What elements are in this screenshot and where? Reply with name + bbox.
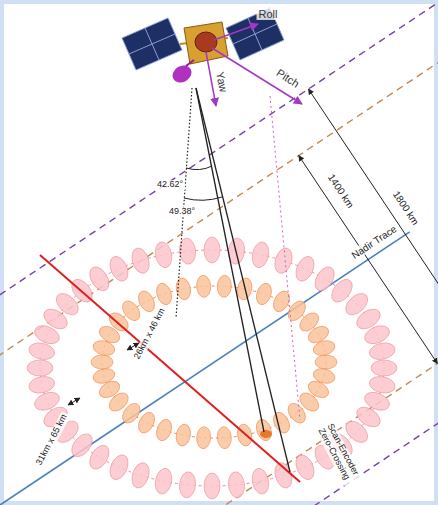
- panel-ground: [4, 4, 434, 501]
- cone-line: [196, 88, 264, 432]
- swath-edge: [0, 247, 438, 505]
- footprint: [135, 288, 157, 314]
- footprint: [153, 240, 174, 269]
- footprint: [312, 338, 337, 357]
- footprint: [86, 264, 113, 295]
- footprint: [204, 237, 220, 263]
- cone-line: [196, 88, 290, 472]
- dimension-lines: [299, 89, 438, 380]
- footprint: [270, 410, 292, 436]
- footprint: [129, 461, 152, 491]
- footprint: [371, 360, 397, 376]
- nadir-trace: [0, 232, 410, 505]
- dimension-line: [308, 89, 438, 380]
- swath-edge: [0, 289, 438, 505]
- footprint: [153, 467, 174, 496]
- footprint: [272, 246, 295, 276]
- footprint: [106, 452, 131, 482]
- swath-edge: [0, 0, 438, 441]
- footprint: [292, 254, 317, 284]
- footprint: [250, 240, 271, 269]
- swath-edge: [0, 39, 438, 483]
- footprint: [196, 426, 211, 449]
- dimension-line: [299, 156, 438, 364]
- footprint: [204, 473, 220, 499]
- footprint: [154, 417, 174, 442]
- size-arrow: [68, 398, 80, 405]
- footprint: [315, 355, 337, 369]
- footprint: [250, 467, 271, 496]
- footprint: [174, 423, 192, 447]
- footprint: [368, 341, 397, 362]
- footprint: [217, 426, 232, 449]
- footprint: [129, 246, 152, 276]
- footprint: [174, 277, 192, 301]
- scan-ring: [102, 286, 326, 438]
- footprint: [178, 471, 196, 498]
- footprint: [236, 423, 254, 447]
- angle-arc: [184, 197, 222, 200]
- satellite: [122, 8, 284, 86]
- cross-line: [40, 255, 300, 482]
- angle-label: 49.38°: [167, 207, 197, 217]
- pitch-dotted: [270, 96, 300, 420]
- footprint: [260, 430, 272, 438]
- scan-rings: [27, 237, 397, 499]
- footprint: [154, 281, 174, 306]
- roll-axis: [214, 24, 258, 40]
- angle-label: 42.62°: [155, 180, 185, 190]
- axis-label: Roll: [257, 8, 280, 20]
- footprint: [217, 275, 232, 298]
- footprint: [178, 237, 196, 264]
- footprint: [106, 254, 131, 284]
- nadir-dotted: [176, 88, 192, 318]
- footprint: [91, 355, 113, 369]
- footprint: [254, 281, 274, 306]
- footprint: [27, 374, 56, 395]
- footprint: [27, 360, 53, 376]
- footprint: [196, 275, 211, 298]
- angle-arc: [186, 166, 212, 170]
- footprint: [227, 471, 245, 498]
